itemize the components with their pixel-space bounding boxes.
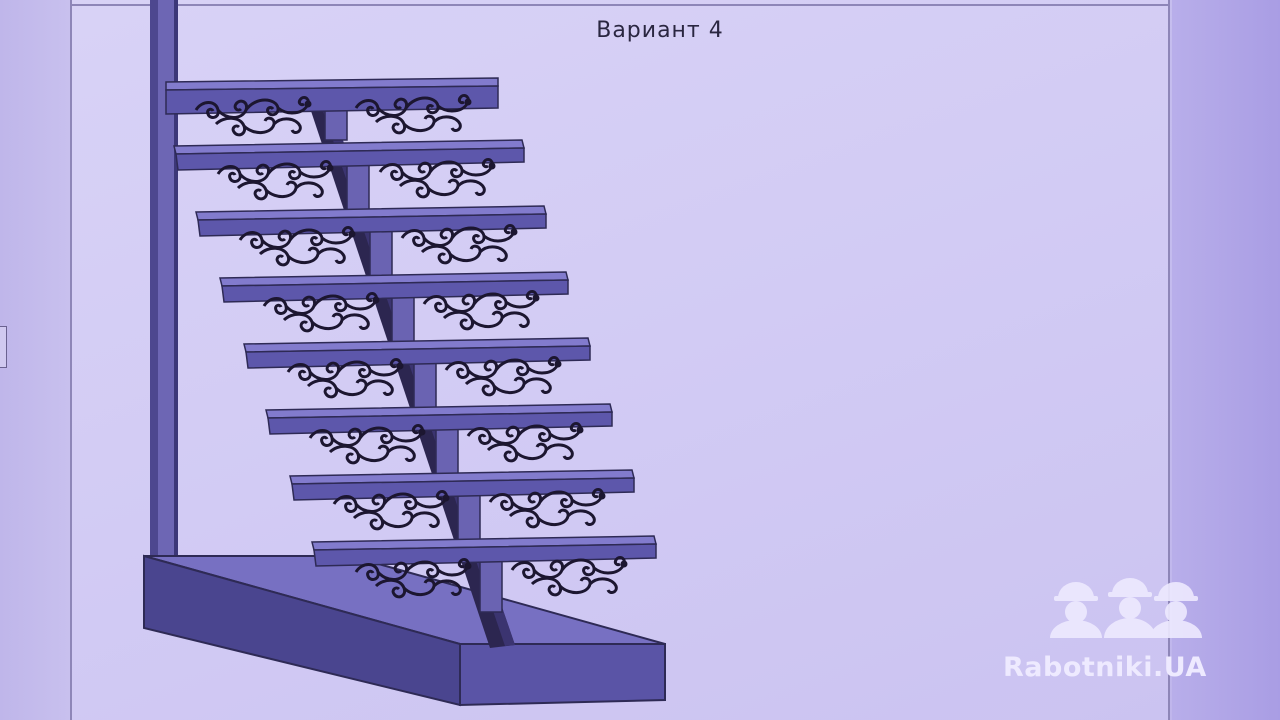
sheet-border-top: [70, 4, 1170, 6]
window-left-margin: [0, 0, 70, 720]
watermark-text: Rabotniki.UA: [1003, 652, 1207, 683]
tread-1: [165, 77, 499, 115]
treads: [165, 77, 657, 567]
page-title: Вариант 4: [596, 18, 724, 43]
tread-5: [243, 337, 591, 369]
ruler-marker: [0, 326, 7, 368]
tread-6: [265, 403, 613, 435]
base-slab: [143, 554, 666, 707]
workers-helmet-icon: [1050, 578, 1202, 638]
tread-4: [219, 271, 569, 303]
tread-8: [311, 535, 657, 567]
tread-7: [289, 469, 635, 501]
tread-2: [173, 139, 525, 171]
